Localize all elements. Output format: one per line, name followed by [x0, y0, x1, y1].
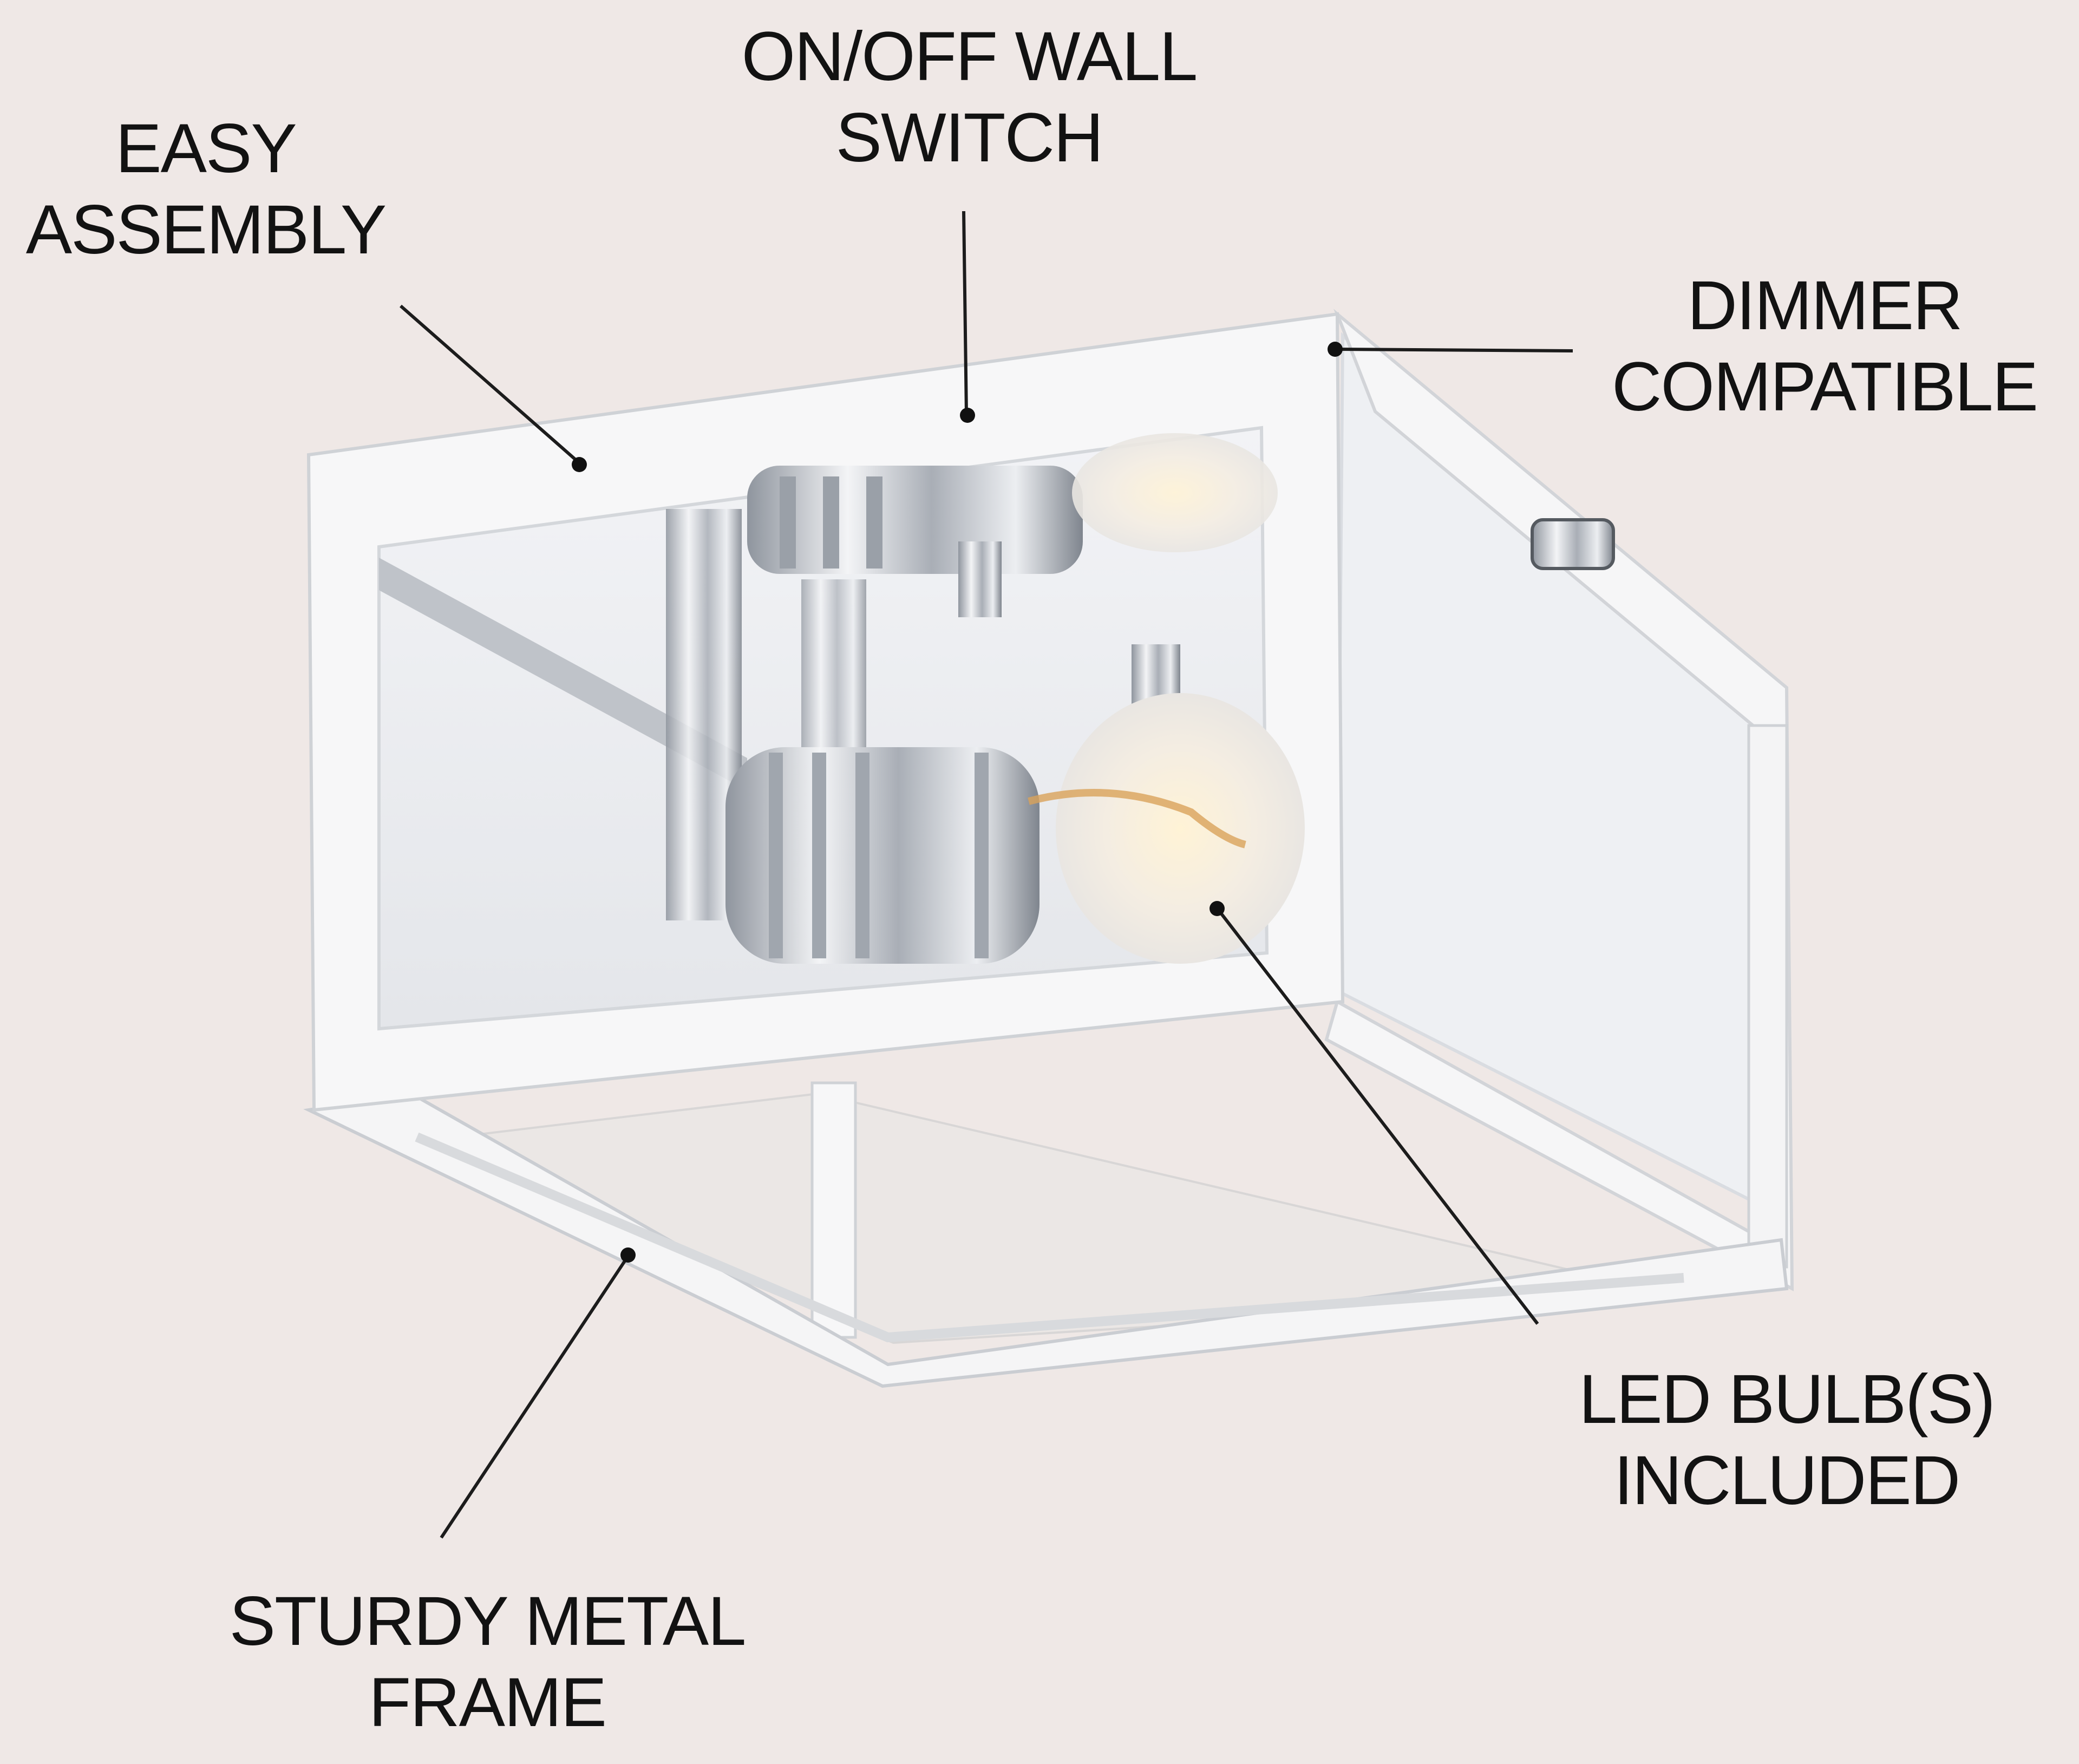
label-metal-frame-line2: FRAME	[369, 1664, 607, 1741]
bulb-filament	[1028, 789, 1246, 848]
frame-post-right	[1747, 724, 1788, 1269]
callout-easy-assembly	[400, 304, 587, 472]
label-easy-assembly: EASY ASSEMBLY	[0, 108, 411, 271]
upper-socket	[747, 466, 1083, 617]
upper-bulb	[1072, 433, 1278, 552]
callout-wall-switch	[960, 211, 975, 423]
label-dimmer: DIMMER COMPATIBLE	[1570, 265, 2079, 428]
label-wall-switch-line1: ON/OFF WALL	[741, 18, 1198, 95]
frame-post-inner	[810, 1081, 857, 1339]
label-metal-frame-line1: STURDY METAL	[229, 1583, 747, 1660]
label-metal-frame: STURDY METAL FRAME	[179, 1581, 796, 1743]
side-knob	[1531, 518, 1615, 570]
lower-bulb	[1056, 693, 1305, 964]
callout-dimmer	[1328, 342, 1573, 357]
label-easy-assembly-line1: EASY	[115, 110, 297, 187]
label-dimmer-line1: DIMMER	[1687, 267, 1963, 344]
label-led-bulbs: LED BULB(S) INCLUDED	[1516, 1359, 2057, 1521]
label-led-bulbs-line2: INCLUDED	[1613, 1442, 1960, 1519]
bottom-rail	[415, 1132, 1684, 1343]
callout-frame	[440, 1247, 636, 1539]
label-led-bulbs-line1: LED BULB(S)	[1579, 1361, 1996, 1438]
label-wall-switch-line2: SWITCH	[835, 99, 1104, 177]
label-dimmer-line2: COMPATIBLE	[1611, 348, 2038, 426]
callout-led	[1210, 901, 1539, 1325]
lower-socket	[725, 644, 1180, 964]
rod-reflection	[379, 558, 747, 790]
label-easy-assembly-line2: ASSEMBLY	[25, 191, 387, 269]
label-wall-switch: ON/OFF WALL SWITCH	[688, 16, 1251, 179]
